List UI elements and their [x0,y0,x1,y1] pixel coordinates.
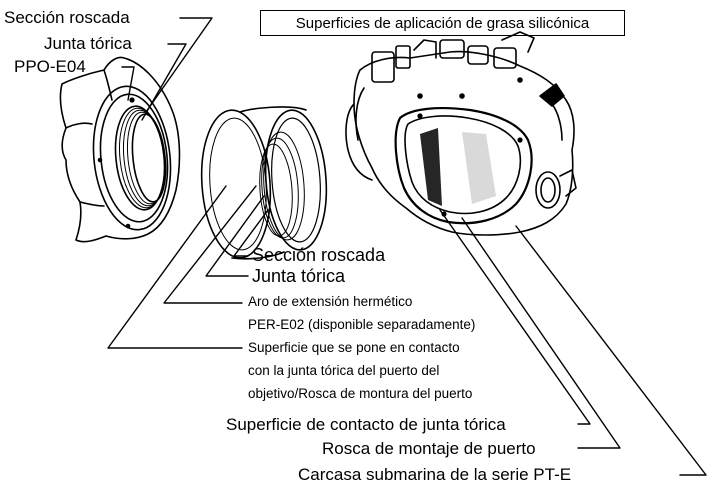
title-box-text: Superficies de aplicación de grasa silic… [295,14,590,32]
leader-lines [107,17,707,476]
label-housing: Carcasa submarina de la serie PT-E [298,465,572,484]
label-contact-line1: Superficie que se pone en contacto [248,340,460,355]
label-oring-contact: Superficie de contacto de junta tórica [226,415,506,434]
label-ring-line1: Aro de extensión hermético [248,294,413,309]
label-contact-line3: objetivo/Rosca de montura del puerto [248,386,473,401]
label-port-thread: Rosca de montaje de puerto [322,439,536,458]
lens-port-ppo-e04 [59,56,181,243]
housing-pt-e [345,31,577,236]
label-contact-line2: con la junta tórica del puerto del [248,363,440,378]
label-ppo: PPO-E04 [14,57,86,76]
label-ring-line2: PER-E02 (disponible separadamente) [248,317,476,332]
extension-ring-per-e02 [200,106,328,260]
label-oring-mid: Junta tórica [252,266,346,286]
label-threaded-mid: Sección roscada [252,245,386,265]
label-oring-top: Junta tórica [44,34,132,53]
title-box: Superficies de aplicación de grasa silic… [260,10,625,36]
label-threaded-top: Sección roscada [4,8,130,27]
